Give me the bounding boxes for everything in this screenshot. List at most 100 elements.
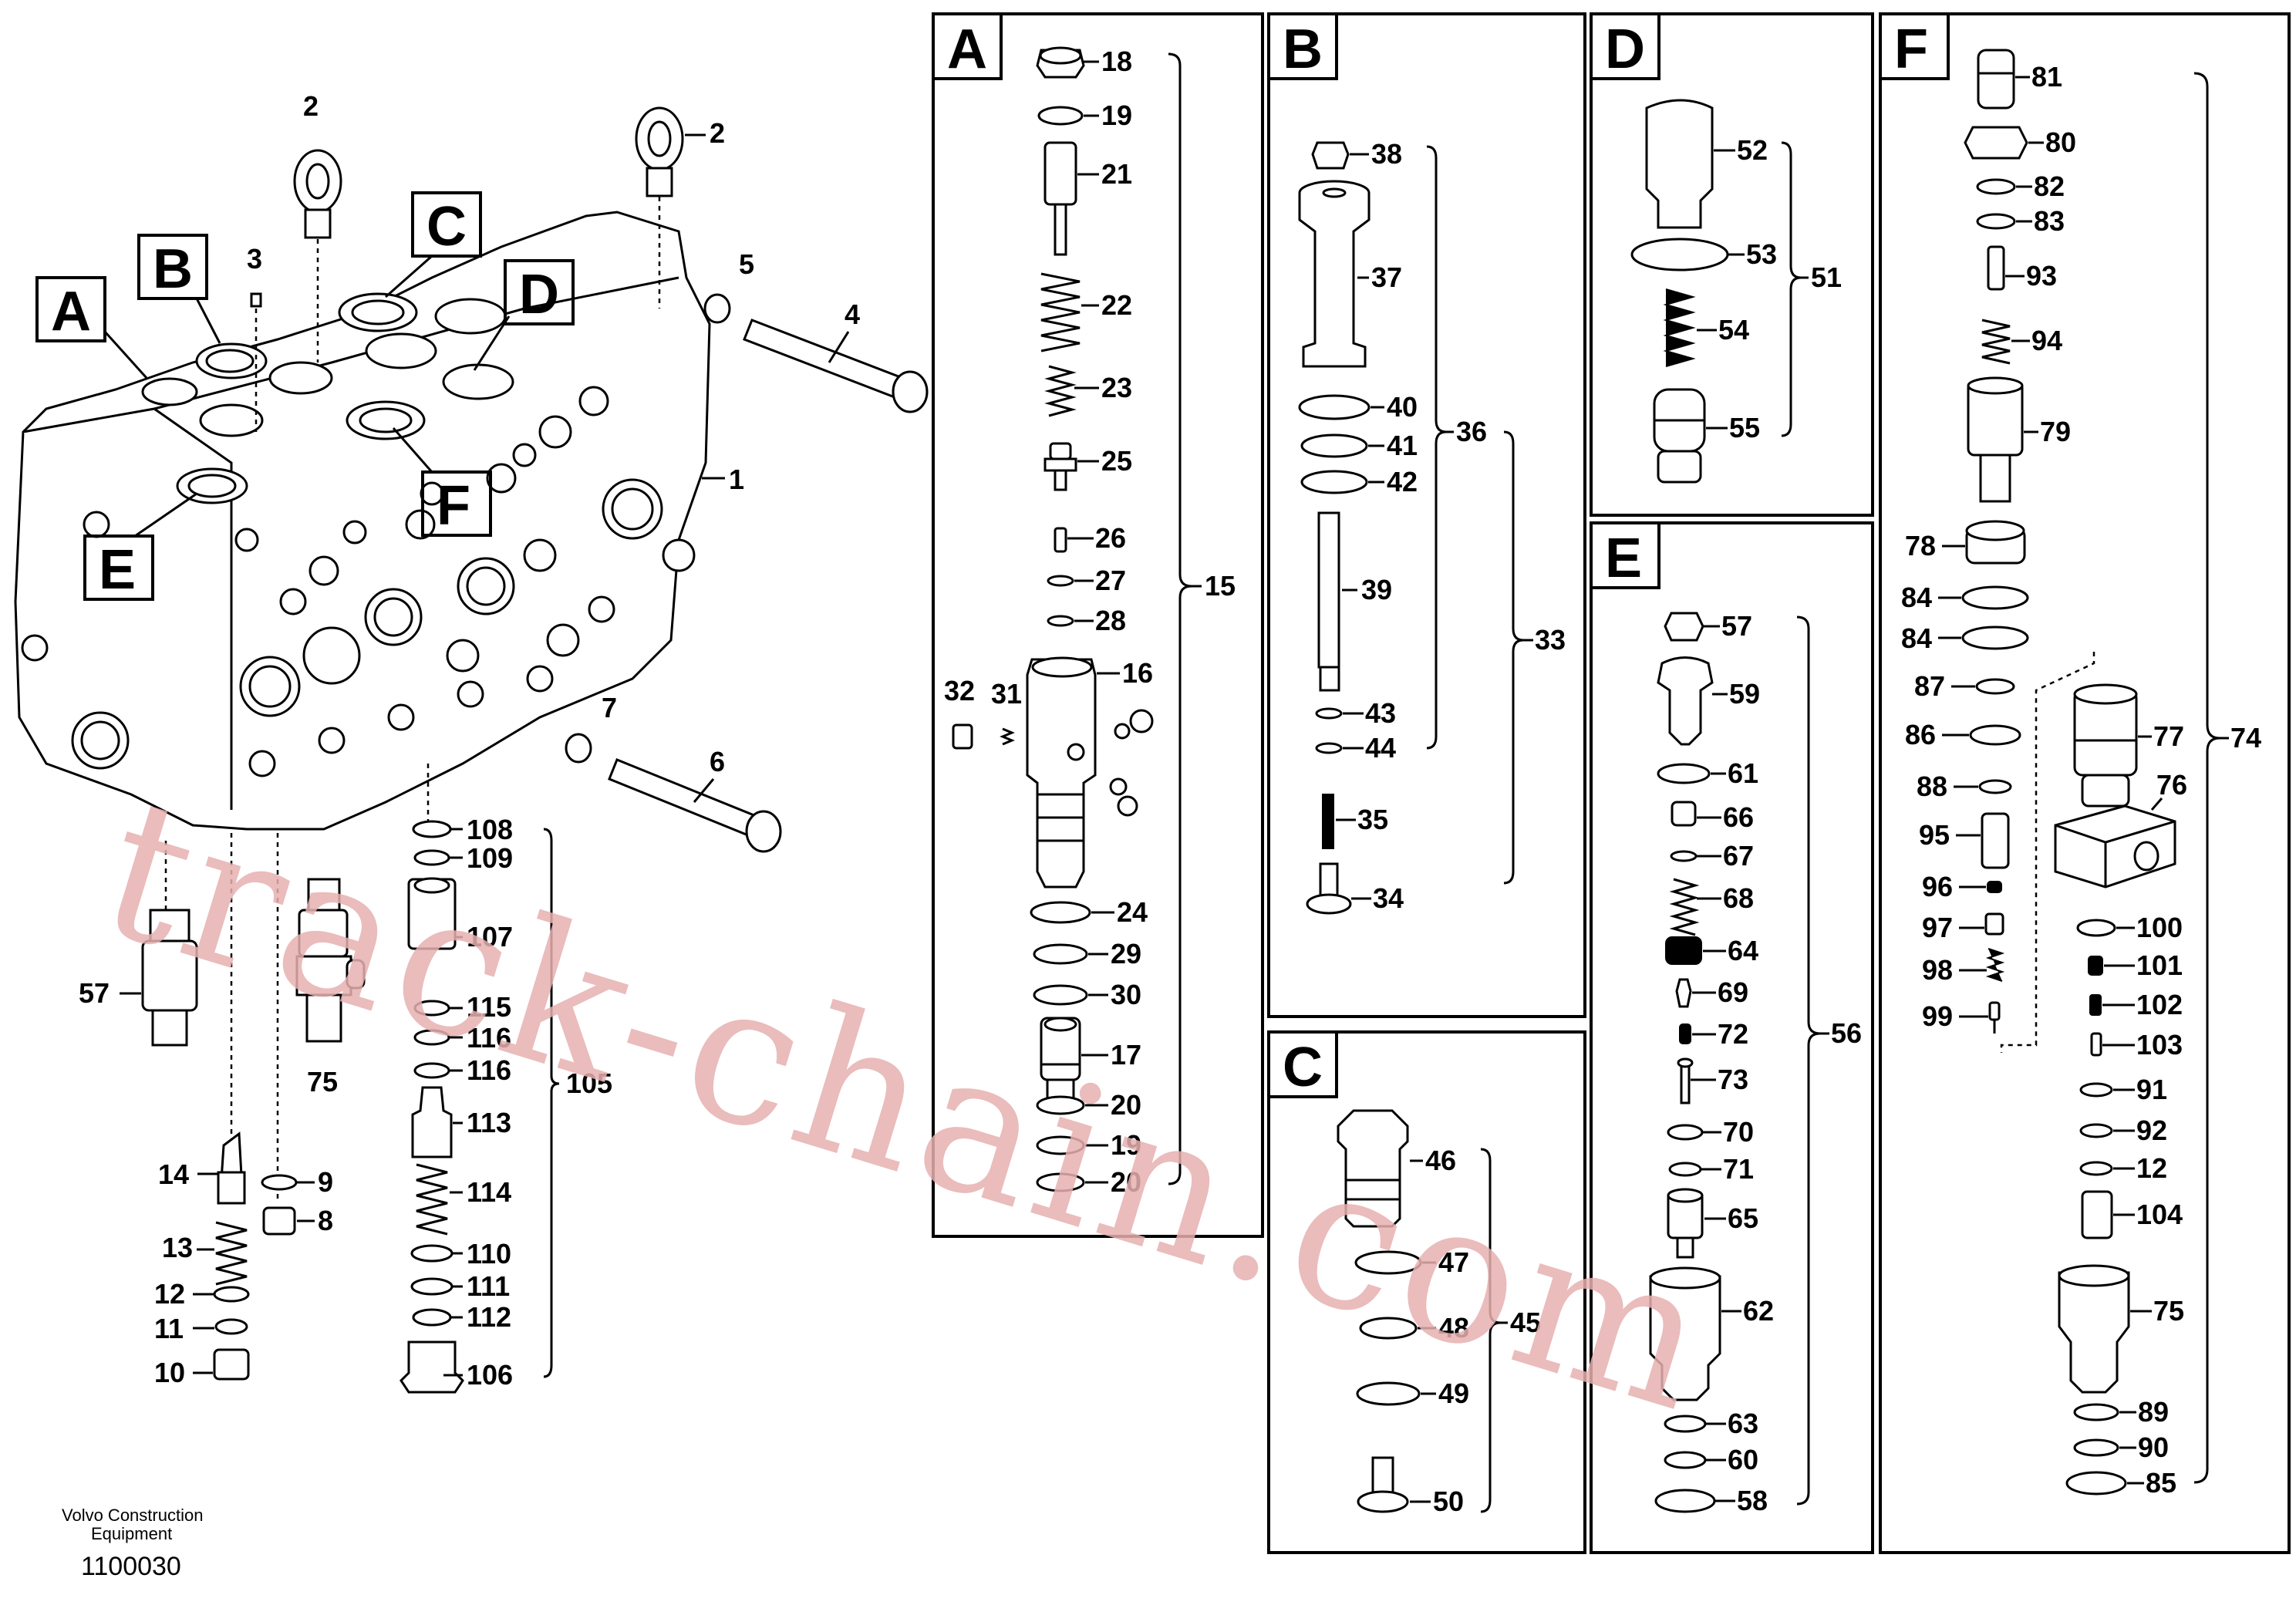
svg-text:20: 20 <box>1111 1089 1141 1121</box>
svg-text:F: F <box>437 475 470 537</box>
label-14: 14 <box>158 1158 189 1190</box>
relief-valve-57 <box>141 909 198 1047</box>
svg-text:22: 22 <box>1101 289 1132 321</box>
svg-text:84: 84 <box>1901 622 1932 654</box>
svg-text:55: 55 <box>1729 412 1760 443</box>
panel-e: E 57 59 61 66 <box>1590 521 1874 1554</box>
svg-text:58: 58 <box>1737 1485 1768 1516</box>
panel-a: A <box>932 12 1264 1238</box>
svg-text:F: F <box>1894 19 1928 80</box>
svg-text:91: 91 <box>2136 1074 2167 1105</box>
label-107: 107 <box>467 921 513 953</box>
panel-d: D 52 53 54 55 51 <box>1590 12 1874 517</box>
svg-text:61: 61 <box>1728 757 1758 789</box>
svg-text:49: 49 <box>1438 1378 1469 1409</box>
svg-text:12: 12 <box>2136 1152 2167 1184</box>
svg-text:16: 16 <box>1122 657 1153 689</box>
svg-text:97: 97 <box>1922 912 1953 943</box>
label-6: 6 <box>710 746 725 777</box>
svg-text:103: 103 <box>2136 1029 2183 1061</box>
label-1: 1 <box>729 464 744 495</box>
svg-text:57: 57 <box>1721 610 1752 642</box>
svg-text:30: 30 <box>1111 979 1141 1010</box>
svg-text:52: 52 <box>1737 134 1768 166</box>
svg-text:54: 54 <box>1718 314 1749 346</box>
valve-75 <box>295 878 366 1043</box>
svg-text:80: 80 <box>2045 126 2076 158</box>
label-106: 106 <box>467 1359 513 1391</box>
svg-text:27: 27 <box>1095 565 1126 596</box>
plug-8 <box>262 1206 296 1236</box>
label-10: 10 <box>154 1357 185 1388</box>
callout-b: B <box>137 234 221 344</box>
eye-bolt-left <box>293 149 342 363</box>
svg-text:41: 41 <box>1387 430 1418 461</box>
svg-text:60: 60 <box>1728 1444 1758 1475</box>
svg-text:65: 65 <box>1728 1202 1758 1234</box>
callout-c: C <box>385 191 482 298</box>
svg-text:64: 64 <box>1728 935 1758 966</box>
svg-text:18: 18 <box>1101 46 1132 77</box>
svg-text:E: E <box>1605 528 1642 589</box>
svg-text:67: 67 <box>1723 840 1754 872</box>
svg-text:D: D <box>519 264 559 325</box>
o-ring-5 <box>703 293 731 324</box>
plug-3 <box>250 292 262 308</box>
label-3: 3 <box>247 243 262 275</box>
svg-text:B: B <box>1283 19 1323 80</box>
svg-text:102: 102 <box>2136 989 2183 1020</box>
label-13: 13 <box>162 1232 193 1263</box>
label-116-a: 116 <box>467 1022 511 1054</box>
label-2-left: 2 <box>303 90 319 122</box>
panel-a-labels: 18 19 21 22 23 25 26 27 28 16 32 31 24 2… <box>944 46 1236 1198</box>
svg-text:92: 92 <box>2136 1114 2167 1146</box>
svg-text:17: 17 <box>1111 1039 1141 1071</box>
label-12: 12 <box>154 1278 185 1310</box>
svg-text:70: 70 <box>1723 1116 1754 1148</box>
callout-boxes: A B C D E F <box>35 191 575 601</box>
svg-text:96: 96 <box>1922 871 1953 902</box>
label-5: 5 <box>739 248 754 280</box>
svg-text:37: 37 <box>1371 261 1402 293</box>
bolt-6 <box>608 758 782 853</box>
svg-text:51: 51 <box>1811 261 1842 293</box>
main-valve-view <box>14 106 929 1394</box>
svg-text:78: 78 <box>1905 530 1936 561</box>
label-112: 112 <box>467 1301 511 1333</box>
svg-text:72: 72 <box>1718 1018 1748 1050</box>
svg-text:33: 33 <box>1535 624 1566 656</box>
svg-text:34: 34 <box>1373 882 1404 914</box>
svg-text:28: 28 <box>1095 605 1126 636</box>
svg-text:31: 31 <box>991 678 1022 710</box>
svg-text:71: 71 <box>1723 1153 1754 1185</box>
svg-text:19: 19 <box>1111 1129 1141 1161</box>
svg-text:42: 42 <box>1387 466 1418 497</box>
svg-text:76: 76 <box>2156 769 2187 801</box>
main-view-labels: 2 2 3 4 5 6 7 1 8 9 10 11 12 13 14 57 75… <box>79 90 860 1391</box>
callout-d: D <box>473 259 575 371</box>
label-8: 8 <box>318 1205 333 1236</box>
svg-text:D: D <box>1605 19 1645 80</box>
svg-text:101: 101 <box>2136 949 2183 981</box>
panel-e-labels: 57 59 61 66 67 68 64 69 72 73 70 71 65 <box>1691 610 1862 1516</box>
svg-text:24: 24 <box>1117 896 1148 928</box>
svg-text:43: 43 <box>1365 697 1396 729</box>
svg-text:63: 63 <box>1728 1408 1758 1439</box>
svg-text:25: 25 <box>1101 445 1132 477</box>
label-2-right: 2 <box>710 117 725 149</box>
svg-text:90: 90 <box>2138 1431 2169 1463</box>
svg-text:21: 21 <box>1101 158 1132 190</box>
svg-text:39: 39 <box>1361 574 1392 605</box>
bolt-4 <box>743 319 929 413</box>
svg-text:46: 46 <box>1425 1145 1456 1176</box>
svg-text:75: 75 <box>2153 1295 2184 1327</box>
svg-text:82: 82 <box>2034 170 2065 202</box>
svg-text:56: 56 <box>1831 1017 1862 1049</box>
panel-b: B 38 37 40 41 42 <box>1267 12 1586 1018</box>
svg-text:66: 66 <box>1723 801 1754 833</box>
svg-text:77: 77 <box>2153 720 2184 752</box>
footer: Volvo Construction Equipment 1100030 <box>62 1506 203 1581</box>
panel-c: C 46 47 48 49 50 45 <box>1267 1030 1586 1554</box>
svg-text:40: 40 <box>1387 391 1418 423</box>
